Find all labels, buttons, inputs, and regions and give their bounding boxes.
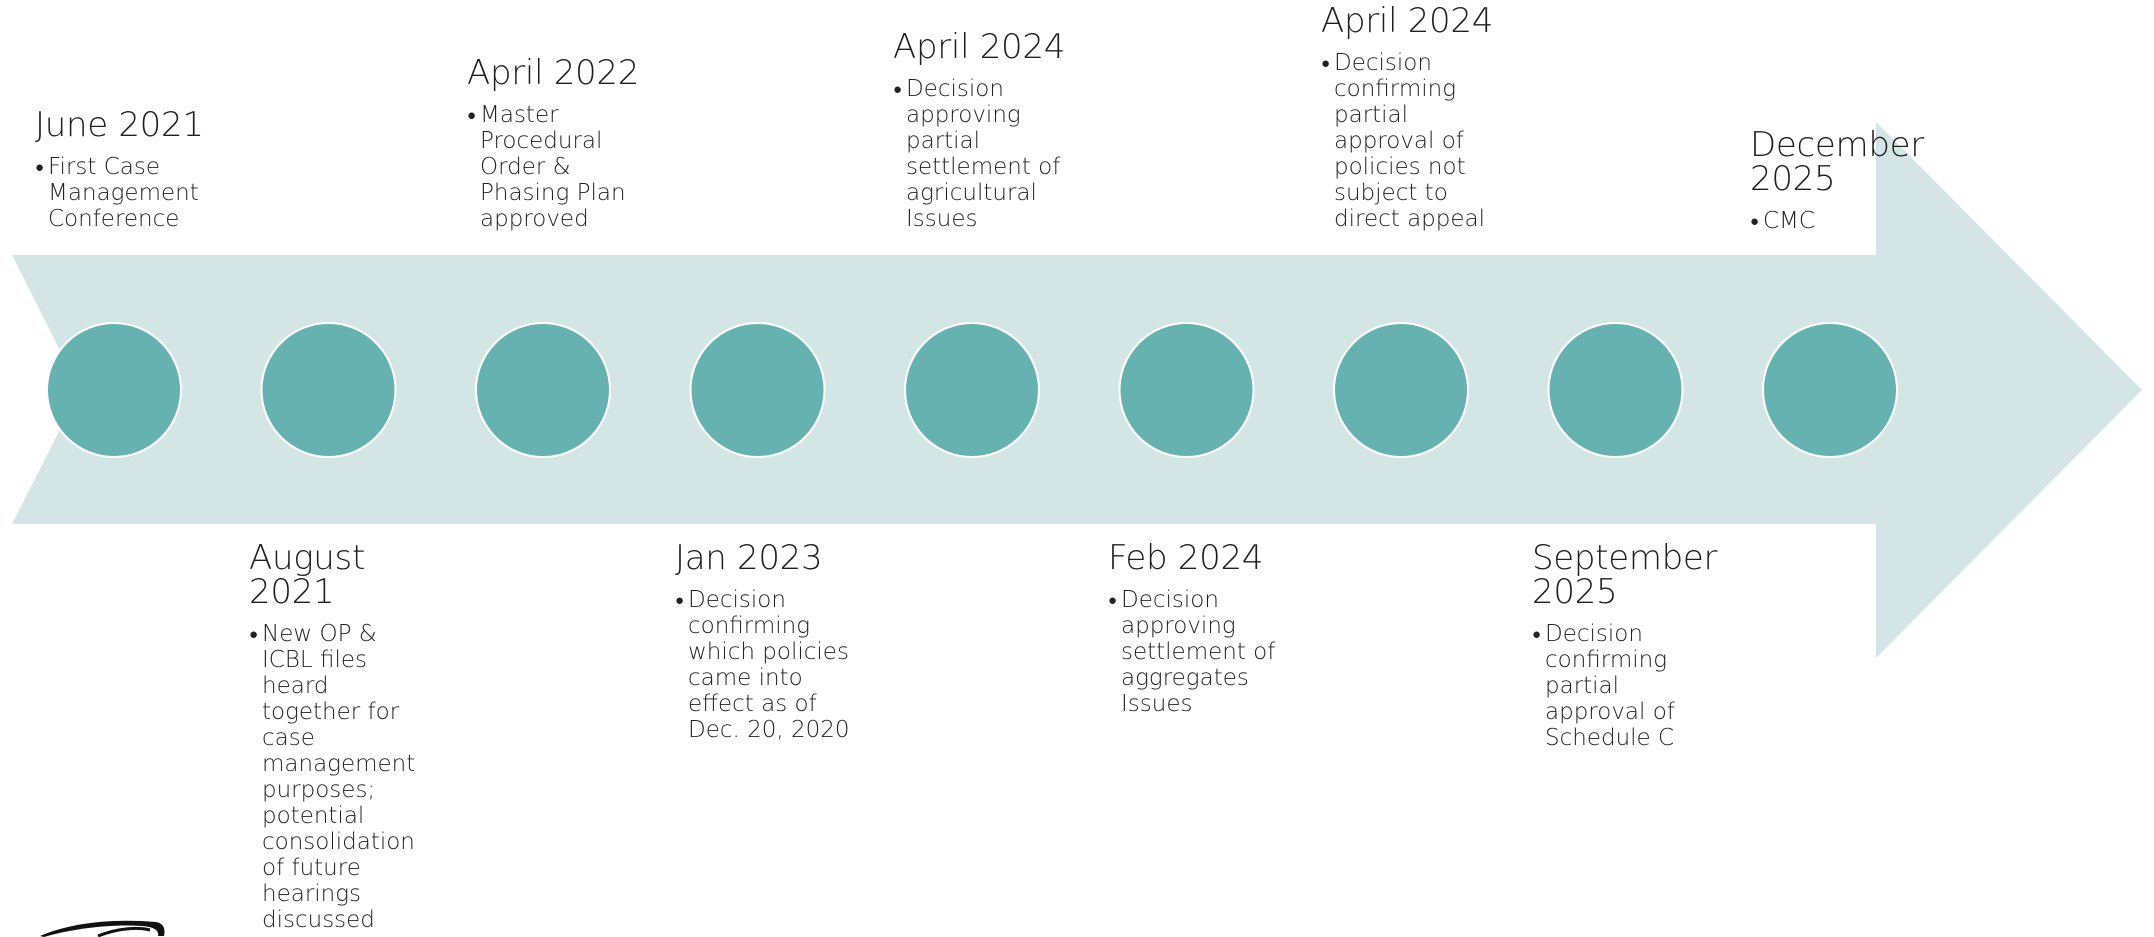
milestone-april-2024-policies: April 2024 ● Decision confirming partial…	[1321, 4, 1493, 232]
milestone-date: June 2021	[35, 105, 204, 145]
milestone-april-2022: April 2022 ● Master Procedural Order & P…	[467, 56, 639, 232]
milestone-date: April 2022	[467, 53, 640, 93]
milestone-marker	[1762, 322, 1898, 458]
milestone-marker	[260, 322, 397, 458]
milestone-detail: ● New OP & ICBL files heard together for…	[249, 621, 415, 933]
milestone-april-2024-agricultural: April 2024 ● Decision approving partial …	[893, 30, 1065, 232]
milestone-marker	[475, 322, 611, 458]
milestone-text: Master Procedural Order & Phasing Plan a…	[480, 102, 626, 232]
milestone-detail: ● Decision approving settlement of aggre…	[1108, 587, 1275, 717]
bullet-icon: ●	[249, 625, 259, 643]
milestone-detail: ● Decision confirming partial approval o…	[1321, 50, 1493, 232]
milestone-text: CMC	[1763, 208, 1815, 234]
bullet-icon: ●	[1532, 625, 1542, 643]
milestone-text: Decision confirming which policies came …	[688, 587, 850, 743]
milestone-date: September 2025	[1532, 538, 1718, 612]
milestone-august-2021: August 2021 ● New OP & ICBL files heard …	[249, 541, 415, 933]
bullet-icon: ●	[1750, 212, 1760, 230]
milestone-jan-2023: Jan 2023 ● Decision confirming which pol…	[675, 541, 850, 743]
milestone-date: April 2024	[1321, 1, 1494, 41]
milestone-september-2025: September 2025 ● Decision confirming par…	[1532, 538, 1718, 751]
milestone-detail: ● Decision confirming which policies cam…	[675, 587, 850, 743]
milestone-detail: ● CMC	[1750, 208, 1924, 234]
bullet-icon: ●	[893, 80, 903, 98]
milestone-june-2021: June 2021 ● First Case Management Confer…	[35, 108, 204, 232]
milestone-december-2025: December 2025 ● CMC	[1750, 128, 1924, 234]
bullet-icon: ●	[35, 158, 45, 176]
milestone-date: April 2024	[893, 27, 1066, 67]
milestone-detail: ● Master Procedural Order & Phasing Plan…	[467, 102, 639, 232]
bullet-icon: ●	[1321, 54, 1331, 72]
bullet-icon: ●	[1108, 591, 1118, 609]
milestone-date: Feb 2024	[1108, 538, 1264, 578]
milestone-text: Decision approving partial settlement of…	[906, 76, 1061, 232]
milestone-text: New OP & ICBL files heard together for c…	[262, 621, 416, 933]
milestone-date: August 2021	[249, 538, 366, 612]
milestone-date: December 2025	[1750, 125, 1924, 199]
milestone-marker	[904, 322, 1040, 458]
milestone-marker	[689, 322, 826, 458]
milestone-detail: ● First Case Management Conference	[35, 154, 204, 232]
milestone-detail: ● Decision confirming partial approval o…	[1532, 621, 1717, 751]
bullet-icon: ●	[467, 106, 477, 124]
milestone-text: Decision confirming partial approval of …	[1545, 621, 1675, 751]
milestone-marker	[1333, 322, 1469, 458]
milestone-text: Decision confirming partial approval of …	[1334, 50, 1485, 232]
milestone-detail: ● Decision approving partial settlement …	[893, 76, 1065, 232]
milestone-feb-2024: Feb 2024 ● Decision approving settlement…	[1108, 541, 1275, 717]
milestone-text: Decision approving settlement of aggrega…	[1121, 587, 1276, 717]
milestone-date: Jan 2023	[675, 538, 823, 578]
milestone-marker	[1118, 322, 1255, 458]
milestone-marker	[46, 322, 182, 458]
arrow-shape	[12, 122, 2142, 658]
bullet-icon: ●	[675, 591, 685, 609]
milestone-marker	[1547, 322, 1684, 458]
milestone-markers	[46, 322, 1898, 458]
milestone-text: First Case Management Conference	[48, 154, 199, 232]
logo-swoosh-icon	[40, 920, 165, 937]
